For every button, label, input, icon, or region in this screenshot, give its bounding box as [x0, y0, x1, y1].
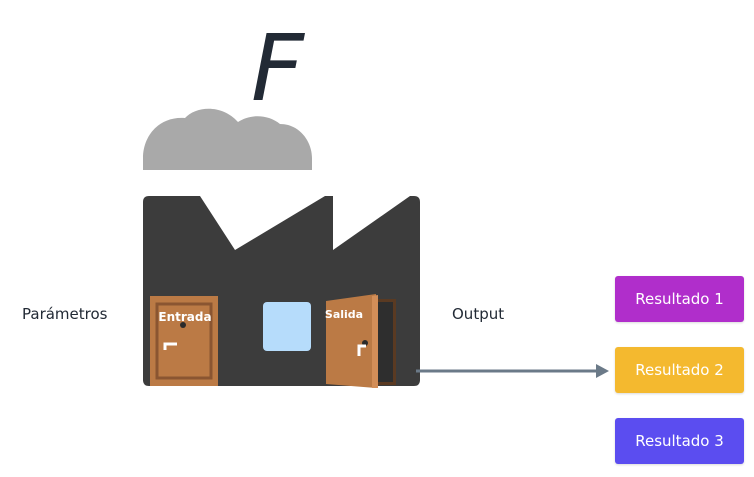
result-box-1: Resultado 1 — [615, 276, 744, 322]
result-box-3: Resultado 3 — [615, 418, 744, 464]
entry-door-label: Entrada — [158, 310, 211, 324]
function-symbol: F — [251, 15, 305, 122]
exit-door-label: Salida — [325, 308, 363, 321]
exit-door: Salida — [325, 294, 396, 388]
output-arrow — [416, 364, 609, 378]
factory-window — [263, 302, 311, 351]
output-label: Output — [452, 305, 505, 323]
smoke-cloud-icon — [143, 108, 312, 170]
input-label: Parámetros — [22, 305, 108, 323]
result-box-2: Resultado 2 — [615, 347, 744, 393]
entry-door: Entrada — [150, 296, 218, 386]
